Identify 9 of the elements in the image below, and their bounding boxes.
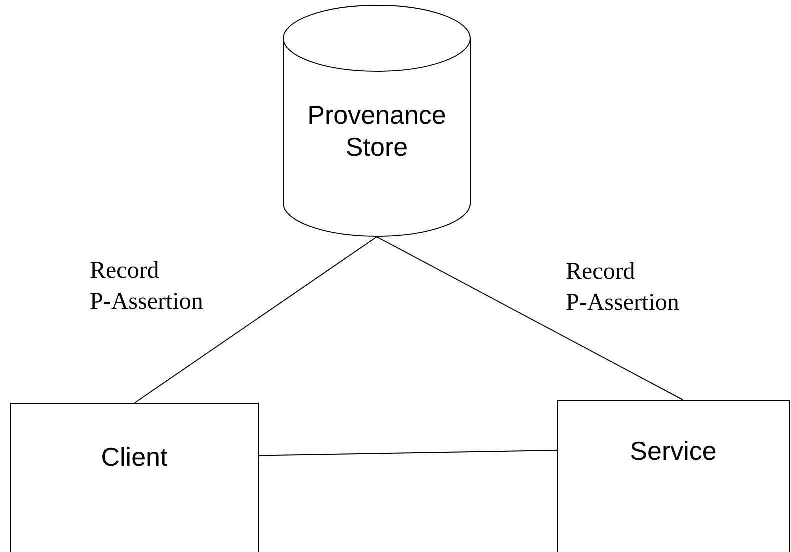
connector-line [376, 236, 684, 400]
node-label: Provenance Store [306, 98, 448, 164]
connector-line [258, 450, 558, 456]
connector-line [134, 236, 378, 404]
node-label: Service [629, 435, 718, 468]
node-label: Client [100, 441, 169, 474]
database-cylinder [283, 5, 471, 237]
process-box [10, 403, 259, 552]
process-box [557, 400, 790, 552]
